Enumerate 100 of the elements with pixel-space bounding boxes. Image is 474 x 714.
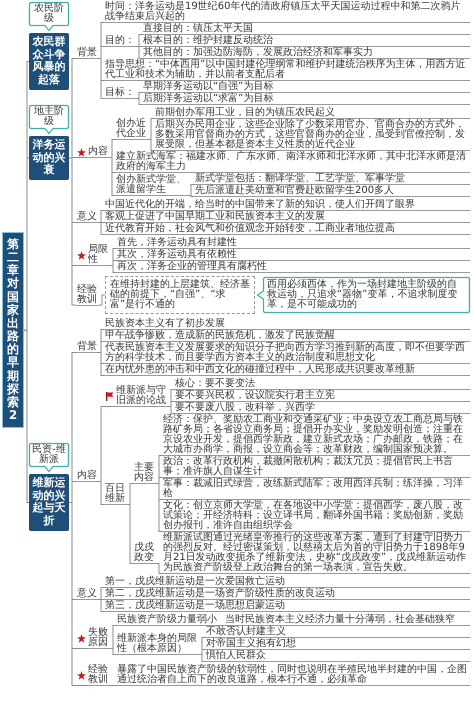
topic-label: 维新派试图通过光绪皇帝推行的这些改革方案，遭到了封建守旧势力的强烈反对。经过密谋策划，以慈禧太后为首的守旧势力于1898年9月21日发动政变扼杀了维新变法，史称“戊戌政变”，戊戌维新运动作为民族资产阶级登上政治舞台的第一场表演，宣告失败。 — [162, 533, 470, 574]
callout-bubble: 农民阶级 — [29, 2, 69, 31]
topic-label: 目标： — [104, 88, 136, 99]
note-bubble: 西用必须西体，作为一场封建地主阶级的自救运动，只追求“器物”变革，不追求制度变革，是不可能成功的 — [257, 277, 470, 313]
topic-label: 创办新式学堂、派遣留学生 — [115, 175, 188, 196]
topic-label: 政治：改革行政机构，裁撤闲散机构；裁汰冗员；提倡官民上书言事；准许旗人自谋生计 — [162, 457, 470, 478]
connector-line — [98, 58, 104, 99]
topic-label: 民族资产阶级力量弱小 — [116, 615, 218, 626]
topic-label: 百日维新 — [104, 484, 127, 505]
topic-label: 背景 — [76, 342, 98, 353]
topic-label: 前期创办军用工业，目的为镇压农民起义 — [154, 108, 470, 119]
topic-label: 后期兴办民用企业，这些企业除了少数采用官办、官商合办的方式外，多数采用官督商办的方式，这些官督商办的企业，虽受到官僚控制，发展受限，但基本都是资本主义性质的近代企业 — [154, 120, 470, 151]
connector-line — [68, 58, 76, 158]
topic-label: 第三，戊戌维新运动是一场思想启蒙运动 — [104, 601, 470, 612]
connector-line — [148, 139, 154, 151]
connector-line — [68, 502, 88, 686]
topic-label: 局限性 — [87, 245, 110, 266]
topic-label: 戊戌政变 — [133, 543, 156, 564]
connector-line — [98, 481, 104, 505]
connector-line — [156, 477, 162, 484]
topic-label: 失败原因 — [87, 628, 110, 649]
topic-label: 指导思想：“中体西用”以中国封建伦理纲常和维护封建统治秩序为主体，用西方近代工业和技术为辅助，并以前者支配后者 — [104, 60, 470, 81]
connector-line — [148, 118, 154, 140]
connector-line — [108, 157, 116, 196]
topic-label: 先后派遣赴美幼童和官费赴欧留学生200多人 — [194, 186, 470, 197]
topic-label: 背景 — [76, 48, 98, 59]
connector-line — [136, 92, 142, 99]
topic-label: 其他目的：加强边防海防，发展政治经济和军事实力 — [142, 48, 470, 59]
topic-box: 农民群众斗争风暴的起落 — [29, 33, 69, 90]
connector-line — [156, 483, 162, 532]
connector-line — [110, 260, 116, 266]
connector-line — [98, 341, 104, 353]
connector-line — [98, 294, 106, 306]
topic-label: 不敢否认封建主义 — [205, 627, 470, 638]
topic-label: 甲午战争惨败，造成新的民族危机，激发了民族觉醒 — [104, 331, 470, 342]
topic-label: 中国近代化的开端，给当时的中国带来了新的知识，使人们开阔了眼界 — [104, 200, 470, 211]
callout-bubble: 民资-维新派 — [29, 443, 69, 472]
connector-line — [198, 649, 206, 655]
connector-line — [98, 222, 104, 235]
topic-label: 早期洋务运动以“自强”为目标 — [142, 82, 470, 93]
topic-label: 客观上促进了中国早期工业和民族资本主义的发展 — [104, 212, 470, 223]
topic-label: 主要内容 — [133, 463, 156, 484]
connector-line — [126, 483, 134, 505]
connector-line — [110, 265, 116, 273]
connector-line — [108, 139, 116, 158]
topic-label: 时间：洋务运动是19世纪60年代的清政府镇压太平天国运动过程中和第二次鸦片战争结束后兴起的 — [104, 2, 470, 23]
topic-label: 近代教育开始，社会风气和价值观念开始转变，工商业者地位提高 — [104, 224, 470, 235]
connector-line — [110, 685, 116, 686]
topic-label: 要不要兴民权，设议院实行君主立宪 — [174, 391, 470, 402]
topic-label: 目的： — [104, 36, 136, 47]
topic-label: 内容 — [87, 147, 109, 158]
topic-label: 维新派与守旧派的论战 — [115, 386, 168, 407]
topic-label: 军事：裁减旧式绿营，改练新式陆军；改用西洋兵制；练洋操，习洋枪 — [162, 479, 470, 500]
topic-label: 直接目的：镇压太平天国 — [142, 24, 470, 35]
topic-label: 后期洋务运动以“求富”为目标 — [142, 94, 470, 105]
connector-line — [110, 625, 116, 649]
topic-label: 经验教训 — [87, 665, 110, 686]
connector-line — [156, 563, 162, 574]
connector-line — [68, 481, 76, 503]
topic-label: 其次，洋务运动具有依赖性 — [116, 250, 470, 261]
connector-line — [168, 401, 174, 407]
topic-label: 根本目的：维护封建反动统治 — [142, 36, 470, 47]
connector-line — [68, 158, 76, 306]
topic-label: 首先，洋务运动具有封建性 — [116, 238, 470, 249]
topic-label: 建立新式海军：福建水师、广东水师、南洋水师和北洋水师，其中北洋水师是清政府的海军主力 — [115, 152, 470, 173]
topic-label: 意义 — [76, 589, 98, 600]
connector-line — [168, 406, 174, 414]
topic-label: 维新派本身的局限性（根本原因） — [116, 634, 199, 655]
connector-line — [98, 46, 104, 59]
connector-line — [136, 34, 142, 47]
topic-label: 当时民族资本主义经济力量十分薄弱，社会基础狭窄 — [224, 615, 470, 626]
topic-label: 第二，戊戌维新运动是一场资产阶级性质的改良运动 — [104, 589, 470, 600]
topic-label: 再次，洋务企业的管理具有腐朽性 — [116, 262, 470, 273]
connector-line — [136, 46, 142, 59]
topic-label: 要不要废八股，改科举，兴西学 — [174, 403, 470, 414]
topic-label: 意义 — [76, 212, 98, 223]
callout-bubble: 地主阶级 — [29, 105, 69, 134]
connector-line — [98, 406, 116, 482]
connector-line — [24, 330, 30, 503]
connector-line — [188, 195, 194, 197]
connector-line — [68, 157, 88, 158]
topic-label: 核心：要不要变法 — [174, 379, 470, 390]
topic-label: 惧怕人民群众 — [205, 651, 470, 662]
connector-line — [198, 654, 206, 662]
topic-label: 民族资本主义有了初步发展 — [104, 319, 470, 330]
topic-label: 暴露了中国民族资产阶级的软弱性，同时也说明在半殖民地半封建的中国，企图通过统治者自上而下的改良道路，根本行不通，必须革命 — [116, 665, 470, 686]
topic-label: 在内忧外患的冲击和中西文化的碰撞过程中，人民形成共识要改革维新 — [104, 365, 470, 376]
dashed-box: 在维持封建的上层建筑、经济基础的前提下，“自强”、“求富”是行不通的 — [105, 276, 255, 314]
connector-line — [98, 599, 104, 612]
connector-line — [218, 625, 224, 626]
topic-label: 对帝国主义抱有幻想 — [205, 639, 470, 650]
topic-label: 经验教训 — [76, 284, 99, 306]
topic-label: 文化：创立京师大学堂，在各地设中小学堂；提倡西学，废八股，改试策论；开经济特科；设立译书局，翻译外国书籍；奖励创新，奖励创办报刊，准许自由组织学会 — [162, 501, 470, 532]
connector-line — [136, 98, 142, 105]
topic-label: 新式学堂包括：翻译学堂、工艺学堂、军事学堂 — [194, 174, 470, 185]
connector-line — [98, 352, 104, 376]
topic-box: 维新运动的兴起与夭折 — [29, 474, 69, 531]
topic-label: 内容 — [76, 471, 98, 482]
topic-box: 洋务运动的兴衰 — [29, 136, 69, 180]
connector-line — [24, 158, 30, 331]
